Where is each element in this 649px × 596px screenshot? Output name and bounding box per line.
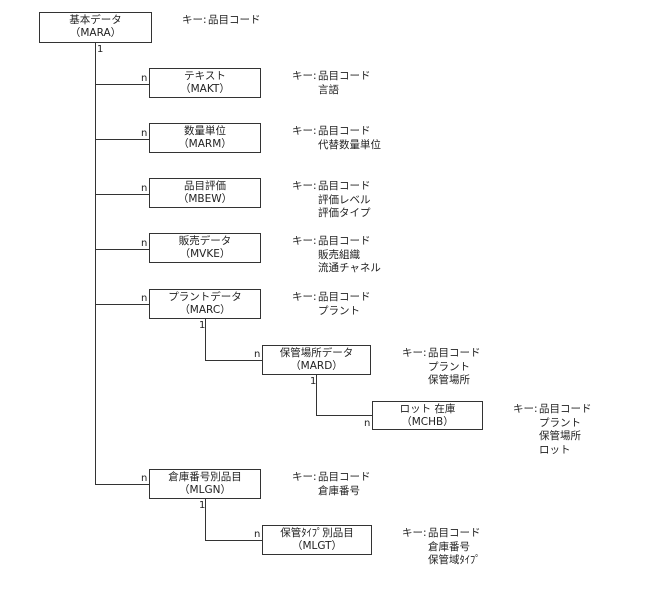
table-name: 保管ﾀｲﾌﾟ別品目 (280, 527, 354, 539)
connector-mara-mvke (95, 249, 149, 250)
table-name: テキスト (184, 70, 226, 82)
table-id: （MLGT） (291, 540, 343, 552)
key-value: プラント (539, 416, 581, 429)
table-id: （MCHB） (401, 416, 454, 428)
connector-mard-mchb (316, 415, 372, 416)
cardinality-many-mard: n (254, 349, 261, 360)
cardinality-many-makt: n (141, 73, 148, 84)
cardinality-one-marc: 1 (199, 320, 206, 331)
table-id: （MARD） (290, 360, 343, 372)
table-name: 品目評価 (184, 180, 226, 192)
connector-marc-mard (205, 360, 262, 361)
key-value: 品目コード (318, 471, 371, 483)
cardinality-many-mvke: n (141, 238, 148, 249)
cardinality-many-marm: n (141, 128, 148, 139)
table-name: プラントデータ (168, 291, 242, 303)
key-label: キー: (513, 403, 538, 415)
key-label: キー: (402, 527, 427, 539)
key-value: 品目コード (318, 291, 371, 303)
key-value: 品目コード (208, 14, 261, 26)
key-value: 保管場所 (539, 430, 581, 442)
key-label: キー: (292, 291, 317, 303)
key-label: キー: (292, 125, 317, 137)
key-value: ロット (539, 443, 571, 456)
key-value: 流通チャネル (318, 262, 381, 274)
key-label: キー: (292, 180, 317, 192)
connector-mara-marm (95, 139, 149, 140)
connector-mara-makt (95, 84, 149, 85)
connector-mara-mlgn (95, 484, 149, 485)
key-value: 評価タイプ (318, 207, 371, 219)
key-value: 代替数量単位 (318, 138, 381, 151)
key-value: 言語 (318, 83, 339, 96)
table-id: （MLGN） (179, 484, 231, 496)
key-value: 品目コード (318, 235, 371, 247)
key-value: 品目コード (539, 403, 592, 415)
key-value: プラント (318, 304, 360, 317)
table-id: （MARC） (179, 304, 231, 316)
table-box-mlgn: 倉庫番号別品目 （MLGN） (149, 469, 261, 499)
cardinality-one-mard: 1 (310, 376, 317, 387)
key-label: キー: (292, 70, 317, 82)
key-value: 品目コード (318, 125, 371, 137)
table-box-mara: 基本データ （MARA） (39, 12, 152, 43)
cardinality-many-marc: n (141, 293, 148, 304)
table-id: （MBEW） (177, 193, 233, 205)
key-value: 品目コード (318, 180, 371, 192)
key-value: 保管域ﾀｲﾌﾟ (428, 554, 481, 566)
table-id: （MARA） (69, 27, 122, 39)
table-box-mchb: ロット 在庫 （MCHB） (372, 401, 483, 430)
table-box-mlgt: 保管ﾀｲﾌﾟ別品目 （MLGT） (262, 525, 372, 555)
key-value: 評価レベル (318, 193, 371, 206)
table-box-mard: 保管場所データ （MARD） (262, 345, 371, 375)
connector-mard-drop (316, 374, 317, 416)
key-label: キー: (292, 235, 317, 247)
key-value: プラント (428, 360, 470, 373)
table-box-marm: 数量単位 （MARM） (149, 123, 261, 153)
key-value: 品目コード (428, 527, 481, 539)
key-value: 保管場所 (428, 374, 470, 386)
cardinality-many-mbew: n (141, 183, 148, 194)
table-box-mvke: 販売データ （MVKE） (149, 233, 261, 263)
table-id: （MARM） (178, 138, 232, 150)
table-box-mbew: 品目評価 （MBEW） (149, 178, 261, 208)
cardinality-many-mlgn: n (141, 473, 148, 484)
cardinality-one-mlgn: 1 (199, 500, 206, 511)
cardinality-one-mara: 1 (97, 44, 104, 55)
connector-mara-trunk (95, 43, 96, 485)
table-name: 倉庫番号別品目 (168, 471, 242, 483)
key-label: キー: (292, 471, 317, 483)
connector-mlgn-drop (205, 498, 206, 541)
table-id: （MAKT） (180, 83, 230, 95)
table-name: 基本データ (69, 14, 122, 26)
key-label: キー: (402, 347, 427, 359)
table-box-marc: プラントデータ （MARC） (149, 289, 261, 319)
key-label: キー: (182, 14, 207, 26)
key-value: 倉庫番号 (428, 540, 470, 553)
cardinality-many-mlgt: n (254, 529, 261, 540)
table-box-makt: テキスト （MAKT） (149, 68, 261, 98)
key-value: 倉庫番号 (318, 484, 360, 497)
table-id: （MVKE） (179, 248, 231, 260)
connector-marc-drop (205, 318, 206, 361)
connector-mlgn-mlgt (205, 540, 262, 541)
table-name: ロット 在庫 (399, 403, 456, 415)
connector-mara-mbew (95, 194, 149, 195)
connector-mara-marc (95, 304, 149, 305)
key-value: 品目コード (318, 70, 371, 82)
table-name: 販売データ (178, 235, 232, 247)
key-value: 品目コード (428, 347, 481, 359)
key-value: 販売組織 (318, 248, 360, 261)
cardinality-many-mchb: n (364, 418, 371, 429)
table-name: 数量単位 (184, 125, 226, 137)
table-name: 保管場所データ (279, 347, 354, 359)
